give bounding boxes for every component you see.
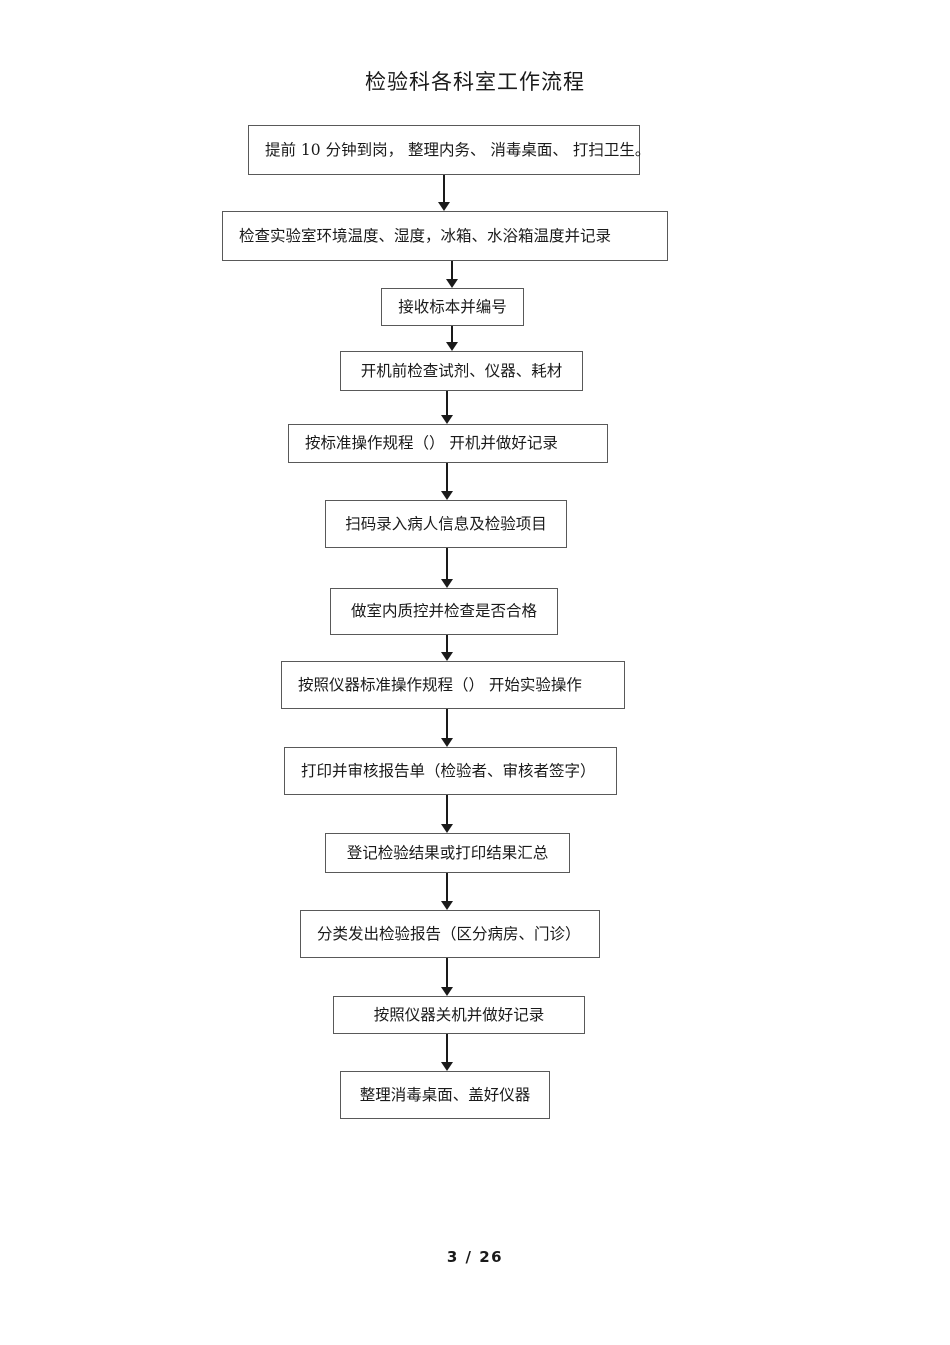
flow-node-13: 整理消毒桌面、盖好仪器 — [340, 1071, 550, 1119]
flow-node-label: 检查实验室环境温度、湿度，冰箱、水浴箱温度并记录 — [239, 226, 612, 245]
flow-node-label: 提前 10 分钟到岗， 整理内务、 消毒桌面、 打扫卫生。 — [265, 140, 651, 159]
flow-node-2: 检查实验室环境温度、湿度，冰箱、水浴箱温度并记录 — [222, 211, 668, 261]
flow-node-3: 接收标本并编号 — [381, 288, 524, 326]
flow-node-label: 接收标本并编号 — [398, 297, 507, 316]
flow-connector — [446, 958, 448, 988]
flow-connector — [446, 463, 448, 492]
flow-arrow-head — [441, 738, 453, 747]
flow-connector — [446, 548, 448, 580]
flow-node-label: 分类发出检验报告（区分病房、门诊） — [317, 924, 581, 943]
flow-node-label: 按照仪器标准操作规程（） 开始实验操作 — [298, 675, 582, 694]
flow-node-label: 整理消毒桌面、盖好仪器 — [359, 1085, 531, 1104]
flow-arrow-head — [441, 491, 453, 500]
flow-node-11: 分类发出检验报告（区分病房、门诊） — [300, 910, 600, 958]
page-footer: 3 / 26 — [446, 1248, 504, 1266]
flow-connector — [446, 391, 448, 416]
flow-connector — [446, 709, 448, 739]
flow-connector — [446, 1034, 448, 1063]
flow-node-4: 开机前检查试剂、仪器、耗材 — [340, 351, 583, 391]
flow-node-label: 登记检验结果或打印结果汇总 — [346, 843, 549, 862]
flow-connector — [443, 175, 445, 203]
flow-arrow-head — [446, 279, 458, 288]
flow-arrow-head — [446, 342, 458, 351]
flow-arrow-head — [441, 579, 453, 588]
flow-node-7: 做室内质控并检查是否合格 — [330, 588, 558, 635]
flow-connector — [451, 326, 453, 343]
page-title: 检验科各科室工作流程 — [365, 70, 585, 94]
flow-node-8: 按照仪器标准操作规程（） 开始实验操作 — [281, 661, 625, 709]
flow-connector — [451, 261, 453, 280]
flow-connector — [446, 795, 448, 825]
flow-node-label: 扫码录入病人信息及检验项目 — [345, 514, 547, 533]
flow-node-label: 按照仪器关机并做好记录 — [373, 1005, 545, 1024]
flow-node-10: 登记检验结果或打印结果汇总 — [325, 833, 570, 873]
flow-arrow-head — [438, 202, 450, 211]
flow-node-label: 按标准操作规程（） 开机并做好记录 — [305, 434, 558, 453]
flow-node-1: 提前 10 分钟到岗， 整理内务、 消毒桌面、 打扫卫生。 — [248, 125, 650, 175]
flow-node-9: 打印并审核报告单（检验者、审核者签字） — [284, 747, 617, 795]
flow-arrow-head — [441, 901, 453, 910]
flow-node-label: 做室内质控并检查是否合格 — [350, 602, 537, 621]
flow-connector — [446, 635, 448, 653]
flow-arrow-head — [441, 415, 453, 424]
flow-arrow-head — [441, 1062, 453, 1071]
flow-node-12: 按照仪器关机并做好记录 — [333, 996, 585, 1034]
flow-arrow-head — [441, 824, 453, 833]
flow-node-label: 打印并审核报告单（检验者、审核者签字） — [301, 761, 596, 780]
flow-arrow-head — [441, 652, 453, 661]
flow-connector — [446, 873, 448, 902]
flow-node-label: 开机前检查试剂、仪器、耗材 — [360, 361, 563, 380]
flow-node-6: 扫码录入病人信息及检验项目 — [325, 500, 567, 548]
flow-arrow-head — [441, 987, 453, 996]
flow-node-5: 按标准操作规程（） 开机并做好记录 — [288, 424, 608, 463]
